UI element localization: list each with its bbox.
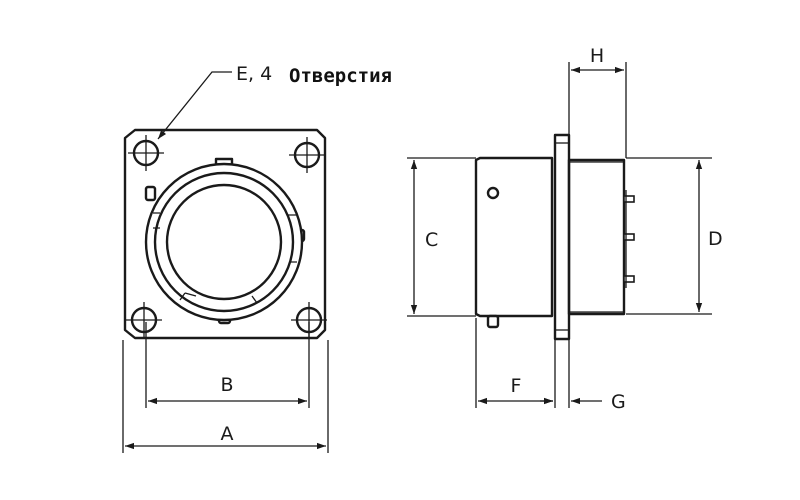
hole-note-text: Отверстия [289,65,392,87]
front-view [123,128,327,340]
ring-notch-bottom [179,292,258,304]
dimension-f-label: F [511,375,522,397]
coupling-ring-key [214,157,234,165]
ring-notch-left [153,212,160,229]
side-body-screw [486,186,500,200]
ring-notch-right [288,214,297,263]
dimension-g-label: G [611,391,626,413]
hole-note-e: E, 4 [236,63,272,85]
dimension-d-label: D [708,228,723,250]
contact-pin-1 [623,195,635,203]
side-body [474,156,554,318]
dimension-a-label: A [221,423,234,445]
dimension-g: G [540,340,626,413]
dimension-b: B [145,322,310,408]
coupling-ring-outer [144,162,304,322]
mounting-hole-top-right [289,137,325,173]
mounting-hole-bottom-left [126,302,162,338]
coupling-ring-inner [165,183,283,301]
dimension-b-label: B [220,374,233,396]
front-flange [123,128,327,340]
dimension-a: A [122,340,329,453]
dimension-h: H [568,45,627,158]
holes-leader: E, 4 Отверстия [157,63,392,140]
dimension-c: C [407,157,476,317]
side-body-lug-bottom [486,314,500,329]
side-view [474,133,635,341]
dimension-c-label: C [425,229,438,251]
side-rear-housing [567,158,626,316]
contact-pin-2 [623,233,635,241]
contact-pin-3 [623,275,635,283]
dimension-d: D [626,157,723,315]
mounting-hole-top-left [128,135,164,171]
dimension-h-label: H [590,45,604,67]
bayonet-lug-left [144,185,157,202]
side-flange [553,133,571,341]
coupling-ring-middle [153,171,295,313]
dimension-f: F [475,318,556,408]
